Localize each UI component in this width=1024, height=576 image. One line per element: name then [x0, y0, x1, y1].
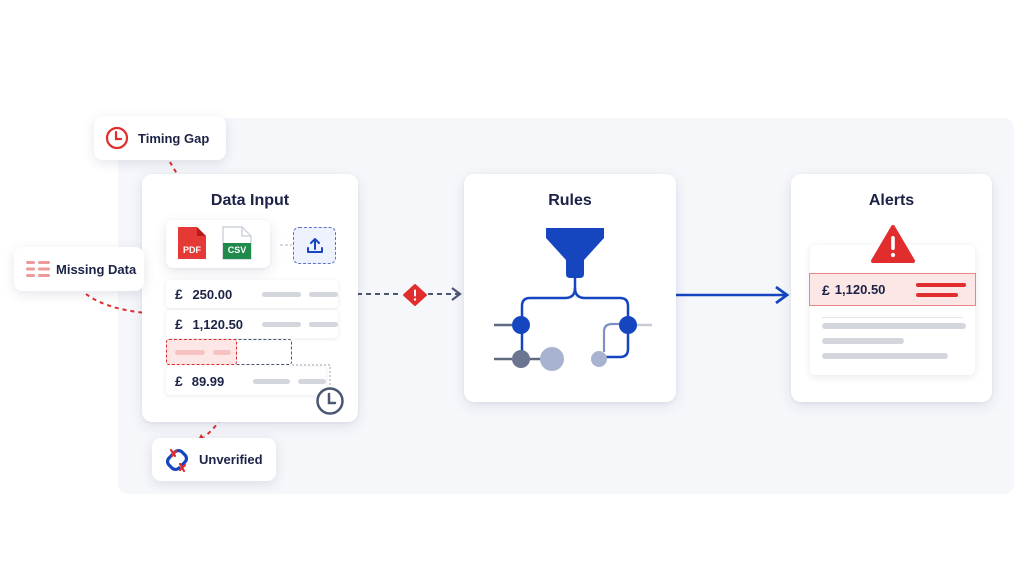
timing-link-line — [292, 364, 331, 388]
transaction-row[interactable]: £ 89.99 — [166, 367, 326, 395]
placeholder-bar — [262, 291, 301, 297]
placeholder-bar — [822, 323, 966, 329]
flagged-transaction[interactable]: £ 1,120.50 — [809, 273, 976, 306]
alert-indicator-bar — [916, 293, 958, 297]
placeholder-bar — [298, 378, 326, 384]
warning-diamond-icon — [403, 284, 427, 306]
rules-card[interactable]: Rules — [464, 174, 676, 402]
pdf-file-icon — [178, 227, 206, 259]
unverified-tag[interactable]: Unverified — [152, 438, 276, 481]
missing-data-highlight — [166, 339, 237, 365]
transaction-row[interactable]: £ 1,120.50 — [166, 310, 338, 338]
unverified-label: Unverified — [199, 452, 263, 467]
clock-icon — [316, 387, 344, 415]
transaction-amount: 250.00 — [192, 286, 233, 302]
alerts-title: Alerts — [868, 192, 915, 209]
funnel-icon — [546, 228, 604, 278]
warning-triangle-icon — [871, 225, 915, 263]
alert-detail-panel[interactable] — [810, 245, 975, 375]
alert-divider — [822, 317, 963, 318]
transaction-amount: 89.99 — [191, 373, 225, 389]
placeholder-bar — [262, 321, 301, 327]
pdf-label: PDF — [183, 245, 201, 255]
clock-icon — [105, 126, 129, 150]
placeholder-bar — [253, 378, 291, 384]
upload-button[interactable] — [293, 227, 336, 264]
currency-symbol: £ — [175, 373, 183, 389]
currency-symbol: £ — [175, 316, 183, 332]
placeholder-bar — [822, 338, 904, 344]
upload-icon — [307, 238, 323, 253]
placeholder-bar — [822, 353, 948, 359]
upload-dashed-link — [280, 244, 292, 246]
transaction-row[interactable]: £ 250.00 — [166, 280, 338, 308]
timing-gap-tag[interactable]: Timing Gap — [94, 116, 226, 160]
data-input-title: Data Input — [210, 192, 290, 209]
broken-link-icon — [166, 448, 188, 472]
csv-file-icon — [222, 226, 252, 260]
placeholder-bar — [175, 350, 205, 355]
alert-indicator-bar — [916, 283, 966, 287]
currency-symbol: £ — [175, 286, 183, 302]
transaction-amount: 1,120.50 — [192, 316, 244, 332]
placeholder-bar — [213, 350, 231, 355]
currency-symbol: £ — [822, 281, 830, 298]
rules-flow-diagram — [494, 228, 652, 371]
list-icon — [26, 261, 50, 277]
placeholder-bar — [308, 321, 338, 327]
alert-amount: 1,120.50 — [834, 282, 886, 297]
csv-label: CSV — [227, 245, 247, 255]
placeholder-bar — [308, 291, 338, 297]
timing-gap-label: Timing Gap — [138, 130, 210, 146]
missing-data-tag[interactable]: Missing Data — [14, 247, 144, 291]
rules-title: Rules — [548, 192, 592, 209]
missing-data-label: Missing Data — [56, 261, 137, 277]
